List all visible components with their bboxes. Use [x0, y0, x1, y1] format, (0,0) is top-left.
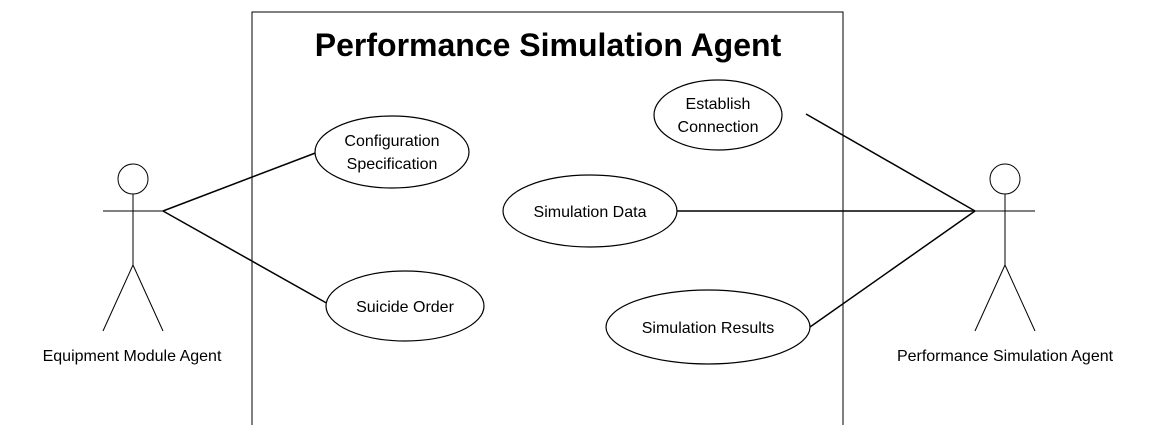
use-case-label: Configuration	[344, 133, 439, 150]
system-boundary	[251, 11, 844, 425]
actor-leg-left	[974, 264, 1006, 332]
actor-equipment-module-agent[interactable]: Equipment Module Agent	[43, 163, 222, 365]
associations	[162, 113, 976, 328]
actor-leg-left	[102, 264, 134, 332]
actor-label: Equipment Module Agent	[43, 348, 222, 365]
system-title: Performance Simulation Agent	[315, 27, 782, 63]
actor-performance-simulation-agent[interactable]: Performance Simulation Agent	[897, 163, 1114, 365]
actor-label: Performance Simulation Agent	[897, 348, 1114, 365]
use-case-label: Connection	[678, 119, 759, 136]
association-right-simulation-results	[809, 210, 976, 328]
actor-head	[989, 163, 1021, 195]
use-case-label: Simulation Data	[534, 204, 647, 221]
use-case-label: Specification	[347, 156, 438, 173]
association-left-configuration	[162, 151, 319, 212]
actor-head	[117, 163, 149, 195]
association-left-suicide	[162, 210, 331, 306]
use-case-establish-connection[interactable]: Establish Connection	[653, 79, 783, 151]
actor-leg-right	[1004, 264, 1036, 332]
use-case-label: Establish	[686, 96, 751, 113]
use-case-simulation-data[interactable]: Simulation Data	[502, 174, 678, 248]
use-case-label: Suicide Order	[356, 299, 454, 316]
use-case-configuration-specification[interactable]: Configuration Specification	[314, 115, 470, 189]
use-case-simulation-results[interactable]: Simulation Results	[605, 289, 811, 365]
use-case-label: Simulation Results	[642, 320, 775, 337]
use-case-suicide-order[interactable]: Suicide Order	[325, 270, 485, 342]
association-right-establish	[805, 113, 976, 212]
actor-leg-right	[132, 264, 164, 332]
